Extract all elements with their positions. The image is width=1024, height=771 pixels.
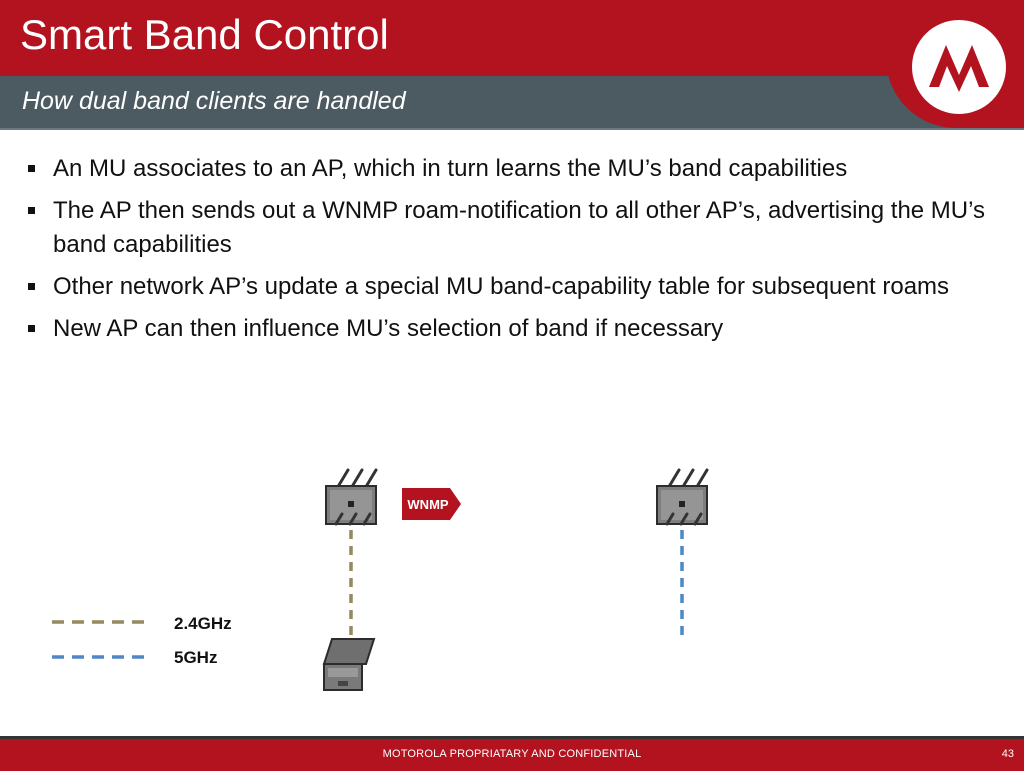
- slide-subtitle: How dual band clients are handled: [22, 87, 406, 115]
- page-number: 43: [1001, 748, 1014, 760]
- bullet-text: New AP can then influence MU’s selection…: [53, 315, 724, 342]
- legend-24ghz-label: 2.4GHz: [174, 614, 232, 633]
- bullet-marker-icon: [28, 165, 35, 172]
- access-point-icon: [656, 468, 709, 526]
- bullet-item: The AP then sends out a WNMP roam-notifi…: [24, 194, 1009, 262]
- footer-bar: MOTOROLA PROPRIATARY AND CONFIDENTIAL 43: [0, 736, 1024, 771]
- title-bar: Smart Band Control: [0, 0, 1024, 76]
- bullet-text: Other network AP’s update a special MU b…: [53, 273, 950, 300]
- bullet-marker-icon: [28, 325, 35, 332]
- laptop-icon: [322, 638, 376, 691]
- wnmp-message-tag: WNMP: [402, 488, 461, 520]
- legend-5ghz-label: 5GHz: [174, 648, 217, 667]
- access-point-icon: [325, 468, 378, 526]
- bullet-item: Other network AP’s update a special MU b…: [24, 270, 1009, 304]
- footer-confidential-text: MOTOROLA PROPRIATARY AND CONFIDENTIAL: [382, 748, 642, 760]
- band-diagram: WNMP 2.4GHz 5GHz: [52, 468, 709, 691]
- motorola-logo-icon: [912, 20, 1006, 114]
- subtitle-bar: How dual band clients are handled: [0, 76, 1024, 130]
- legend: 2.4GHz 5GHz: [52, 614, 232, 667]
- wnmp-label: WNMP: [407, 497, 448, 512]
- slide-title: Smart Band Control: [20, 11, 389, 58]
- bullet-list: An MU associates to an AP, which in turn…: [24, 152, 1009, 354]
- bullet-marker-icon: [28, 207, 35, 214]
- bullet-marker-icon: [28, 283, 35, 290]
- bullet-text: An MU associates to an AP, which in turn…: [53, 155, 848, 182]
- bullet-item: An MU associates to an AP, which in turn…: [24, 152, 1009, 186]
- bullet-item: New AP can then influence MU’s selection…: [24, 312, 1009, 346]
- bullet-text: The AP then sends out a WNMP roam-notifi…: [53, 197, 986, 258]
